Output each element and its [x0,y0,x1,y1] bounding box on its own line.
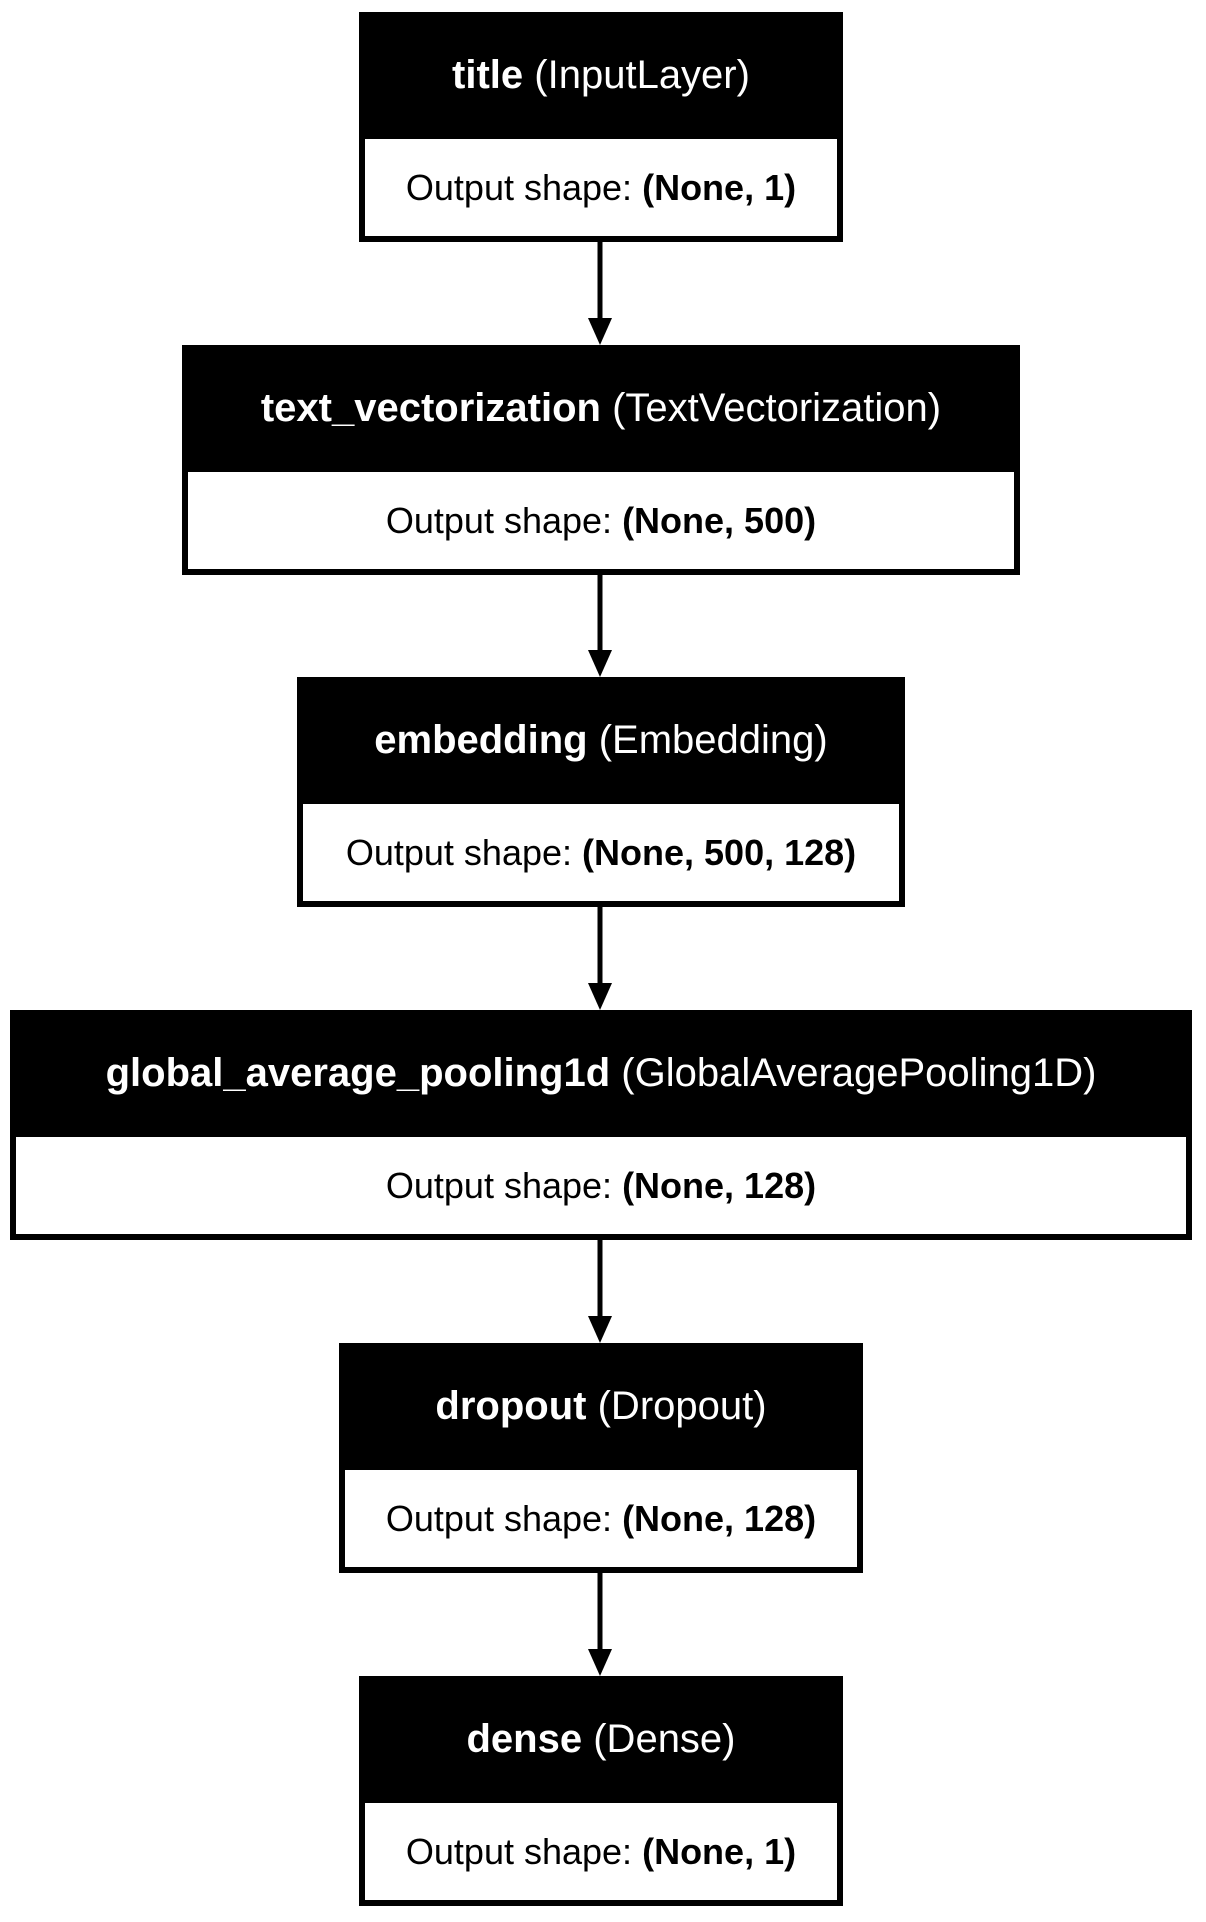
layer-node-embedding: embedding (Embedding) Output shape: (Non… [297,677,905,907]
layer-class: (GlobalAveragePooling1D) [621,1051,1097,1095]
edge-global-average-pooling1d-to-dropout [588,1240,612,1343]
layer-class: (Dense) [593,1717,736,1761]
output-shape-value: (None, 1) [642,1830,797,1872]
layer-output: Output shape: (None, 500, 128) [303,804,899,901]
edge-embedding-to-global-average-pooling1d [588,907,612,1010]
layer-name: dense [466,1717,583,1761]
layer-header: title (InputLayer) [365,18,837,133]
layer-output: Output shape: (None, 1) [365,1803,837,1900]
layer-node-global-average-pooling1d: global_average_pooling1d (GlobalAverageP… [10,1010,1192,1240]
layer-node-dropout: dropout (Dropout) Output shape: (None, 1… [339,1343,863,1573]
layer-node-dense: dense (Dense) Output shape: (None, 1) [359,1676,843,1906]
layer-header: global_average_pooling1d (GlobalAverageP… [16,1016,1186,1131]
output-shape-value: (None, 500) [622,499,817,541]
output-shape-label: Output shape: [345,831,573,873]
edge-title-to-text-vectorization [588,240,612,345]
layer-node-title: title (InputLayer) Output shape: (None, … [359,12,843,242]
output-shape-value: (None, 128) [622,1497,817,1539]
layer-class: (TextVectorization) [612,386,942,430]
edge-dropout-to-dense [588,1573,612,1676]
layer-name: text_vectorization [260,386,601,430]
output-shape-label: Output shape: [385,1164,613,1206]
layer-output: Output shape: (None, 500) [188,472,1014,569]
layer-node-text-vectorization: text_vectorization (TextVectorization) O… [182,345,1020,575]
layer-class: (Dropout) [597,1384,767,1428]
output-shape-label: Output shape: [405,1830,633,1872]
output-shape-label: Output shape: [385,1497,613,1539]
layer-name: global_average_pooling1d [105,1051,611,1095]
output-shape-value: (None, 128) [622,1164,817,1206]
layer-header: text_vectorization (TextVectorization) [188,351,1014,466]
output-shape-value: (None, 1) [642,166,797,208]
output-shape-label: Output shape: [405,166,633,208]
layer-class: (Embedding) [598,718,828,762]
layer-output: Output shape: (None, 1) [365,139,837,236]
edge-text-vectorization-to-embedding [588,574,612,677]
layer-output: Output shape: (None, 128) [345,1470,857,1567]
output-shape-value: (None, 500, 128) [582,831,857,873]
layer-output: Output shape: (None, 128) [16,1137,1186,1234]
layer-name: embedding [374,718,588,762]
output-shape-label: Output shape: [385,499,613,541]
layer-header: dense (Dense) [365,1682,837,1797]
layer-header: dropout (Dropout) [345,1349,857,1464]
layer-class: (InputLayer) [534,53,750,97]
layer-name: dropout [435,1384,587,1428]
layer-header: embedding (Embedding) [303,683,899,798]
layer-name: title [452,53,524,97]
